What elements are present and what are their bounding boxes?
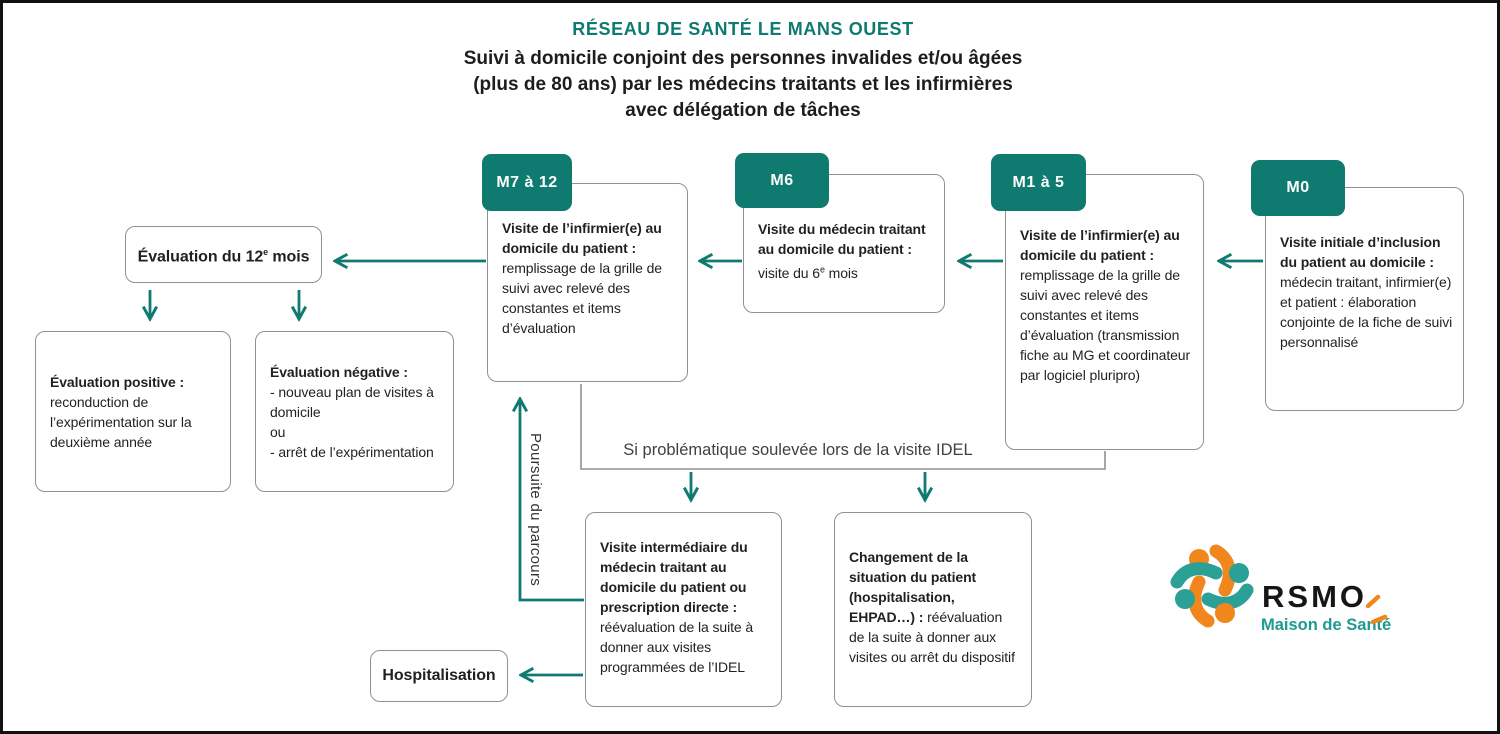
tab-m1a5: M1 à 5 [991, 154, 1086, 211]
intermediate-visit-body: réévaluation de la suite à donner aux vi… [600, 619, 754, 675]
card-m6-body: visite du 6e mois [758, 264, 858, 281]
card-eval-positive: Évaluation positive : reconduction de l’… [35, 331, 231, 492]
intermediate-visit-heading: Visite intermédiaire du médecin traitant… [600, 539, 748, 615]
eval-negative-heading: Évaluation négative : [270, 363, 408, 380]
card-intermediate-visit: Visite intermédiaire du médecin traitant… [585, 512, 782, 707]
card-m6-sup: e [819, 264, 825, 274]
eval-month12-tail: mois [268, 248, 310, 266]
header: RÉSEAU DE SANTÉ LE MANS OUEST Suivi à do… [3, 19, 1483, 124]
pursuit-label: Poursuite du parcours [527, 433, 544, 587]
situation-change-body: réévaluation de la suite à donner aux vi… [849, 609, 1015, 665]
logo-figure-teal-left [1170, 562, 1223, 609]
card-m6-body-text: visite du 6 [758, 264, 820, 281]
situation-change-heading: Changement de la situation du patient (h… [849, 549, 977, 625]
logo-accent-dash-2 [1370, 614, 1388, 625]
subtitle-line-1: Suivi à domicile conjoint des personnes … [463, 48, 1023, 69]
card-m0: Visite initiale d’inclusion du patient a… [1265, 187, 1464, 411]
card-m6-body-tail: mois [824, 264, 858, 281]
card-m7a12: Visite de l’infirmier(e) au domicile du … [487, 183, 688, 382]
card-situation-change: Changement de la situation du patient (h… [834, 512, 1032, 707]
card-m1a5-body: remplissage de la grille de suivi avec r… [1020, 267, 1191, 383]
eval-positive-body: reconduction de l’expérimentation sur la… [50, 393, 192, 450]
card-m0-heading: Visite initiale d’inclusion du patient a… [1280, 234, 1441, 270]
rsmo-logo-tagline: Maison de Santé [1261, 616, 1391, 634]
subtitle-line-3: avec délégation de tâches [625, 100, 861, 121]
rsmo-logo-wordmark: RSMO [1262, 579, 1367, 614]
eval-month12-sup: e [263, 246, 269, 257]
card-m7a12-body: remplissage de la grille de suivi avec r… [502, 260, 662, 336]
problem-branch-label: Si problématique soulevée lors de la vis… [623, 441, 973, 459]
diagram-subtitle: Suivi à domicile conjoint des personnes … [3, 46, 1483, 124]
logo-figure-teal-right [1201, 563, 1254, 610]
card-m1a5: Visite de l’infirmier(e) au domicile du … [1005, 174, 1204, 450]
card-m7a12-heading: Visite de l’infirmier(e) au domicile du … [502, 220, 662, 256]
tab-m7a12: M7 à 12 [482, 154, 572, 211]
network-title: RÉSEAU DE SANTÉ LE MANS OUEST [572, 19, 914, 39]
tab-m0: M0 [1251, 160, 1345, 216]
rsmo-logo-pinwheel [1170, 544, 1254, 628]
eval-month12-label: Évaluation du 12e mois [138, 242, 310, 267]
card-eval-negative: Évaluation négative : - nouveau plan de … [255, 331, 454, 492]
tab-m6: M6 [735, 153, 829, 208]
logo-figure-orange-bottom [1188, 575, 1235, 628]
eval-positive-heading: Évaluation positive : [50, 373, 185, 390]
rsmo-logo: RSMO Maison de Santé [1170, 544, 1391, 634]
card-m6-heading: Visite du médecin traitant au domicile d… [758, 221, 926, 257]
logo-accent-dash-1 [1365, 594, 1381, 609]
eval-month12-text: Évaluation du 12 [137, 248, 264, 266]
card-hospitalisation: Hospitalisation [370, 650, 508, 702]
subtitle-line-2: (plus de 80 ans) par les médecins traita… [473, 74, 1013, 95]
card-m0-body: médecin traitant, infirmier(e) et patien… [1280, 274, 1453, 350]
card-m1a5-heading: Visite de l’infirmier(e) au domicile du … [1020, 227, 1180, 263]
card-eval-month12: Évaluation du 12e mois [125, 226, 322, 283]
eval-negative-body: - nouveau plan de visites à domicile ou … [270, 383, 434, 460]
